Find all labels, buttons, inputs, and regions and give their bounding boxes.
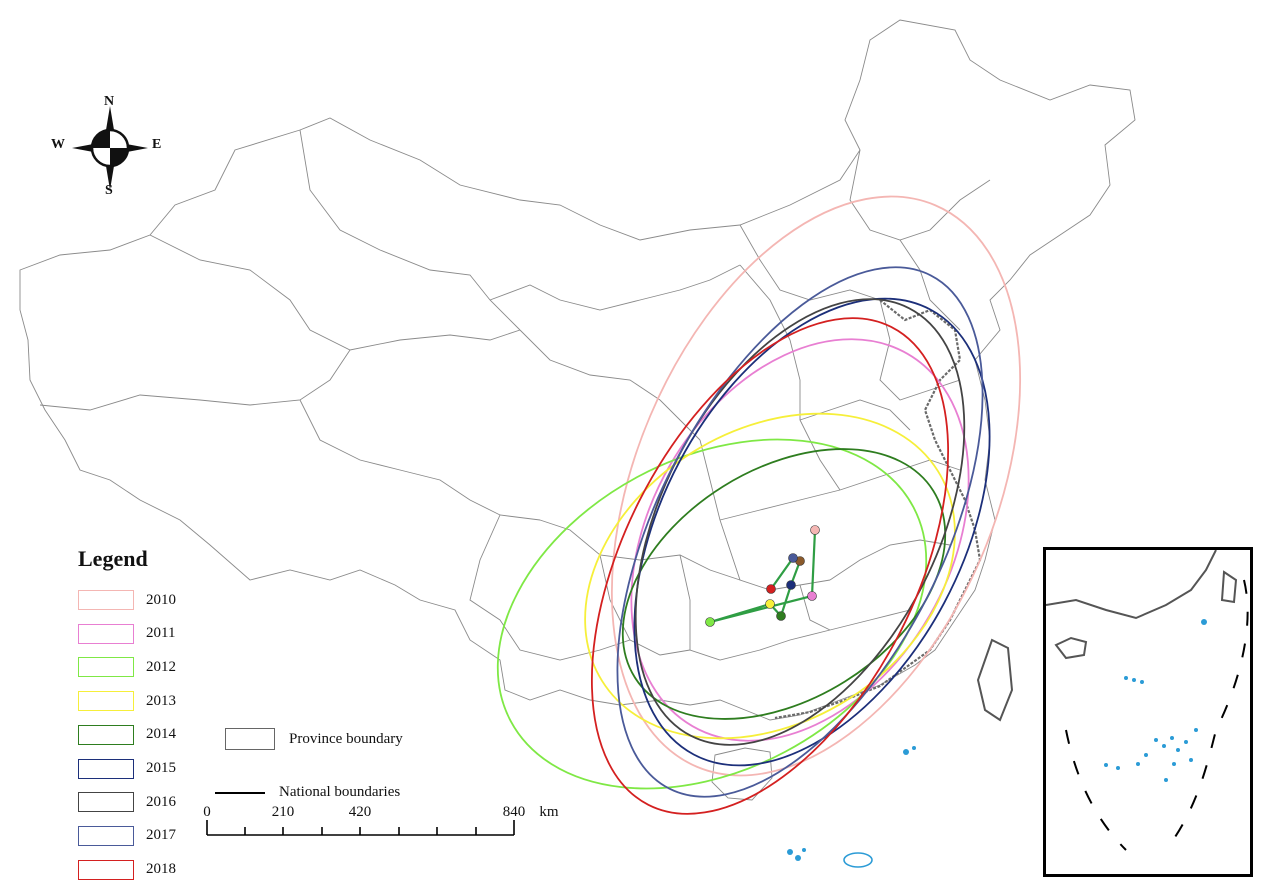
south-china-sea-inset — [1043, 547, 1253, 877]
ellipse-2014 — [621, 448, 947, 720]
ellipse-2018 — [590, 317, 950, 815]
legend-label-2010: 2010 — [146, 591, 176, 608]
inset-ellipse-2010 — [1046, 550, 1104, 850]
legend-label-2014: 2014 — [146, 726, 176, 743]
ellipse-2015 — [633, 297, 991, 767]
legend-swatch-2013 — [78, 691, 134, 712]
legend-item-2016: 2016 — [78, 791, 176, 813]
centroid-track — [705, 525, 820, 627]
national-boundary-swatch — [215, 791, 265, 794]
legend-swatch-2016 — [78, 792, 134, 813]
legend-item-2015: 2015 — [78, 758, 176, 780]
ellipse-2017 — [616, 266, 984, 798]
centroid-2015 — [786, 580, 796, 590]
coastline — [774, 299, 982, 720]
compass-north: N — [104, 94, 115, 109]
south-sea-islands — [787, 746, 916, 868]
legend-label-2011: 2011 — [146, 625, 176, 642]
legend-label-2013: 2013 — [146, 692, 176, 709]
centroid-2018 — [766, 584, 776, 594]
legend-item-2011: 2011 — [78, 623, 175, 645]
compass-east: E — [152, 137, 162, 152]
compass-south: S — [105, 183, 113, 198]
taiwan-island — [976, 638, 1014, 722]
legend-swatch-2018 — [78, 859, 134, 880]
national-boundaries-label: National boundaries — [279, 784, 401, 800]
legend-swatch-2015 — [78, 758, 134, 779]
legend-swatch-2010 — [78, 590, 134, 610]
province-boundary-label: Province boundary — [289, 730, 403, 747]
legend-item-2018: 2018 — [78, 859, 176, 881]
legend-label-2018: 2018 — [146, 861, 176, 878]
compass-west: W — [51, 137, 65, 152]
centroid-2011 — [807, 591, 817, 601]
centroid-2014 — [776, 611, 786, 621]
hainan-island — [711, 747, 773, 801]
centroid-2012 — [705, 617, 715, 627]
legend-item-2013: 2013 — [78, 690, 176, 712]
compass-rose-icon — [72, 106, 148, 190]
scale-bar — [206, 820, 515, 836]
legend-label-2012: 2012 — [146, 658, 176, 675]
legend-item-2012: 2012 — [78, 656, 176, 678]
centroid-2010 — [810, 525, 820, 535]
legend-swatch-2012 — [78, 657, 134, 678]
scale-unit: km — [539, 804, 559, 820]
ellipses-layer — [496, 195, 1021, 815]
ellipse-2013 — [584, 412, 956, 740]
ellipse-2011 — [630, 338, 970, 742]
legend-item-2010: 2010 — [78, 589, 176, 611]
scale-label-0: 0 — [203, 804, 211, 820]
legend-label-2017: 2017 — [146, 827, 176, 844]
ellipse-2012 — [496, 438, 928, 790]
centroid-2017 — [788, 553, 798, 563]
legend-label-2016: 2016 — [146, 793, 176, 810]
legend-item-2014: 2014 — [78, 724, 176, 746]
legend-swatch-2014 — [78, 724, 134, 745]
legend-title: Legend — [78, 546, 148, 571]
inset-ellipse-2017 — [1046, 550, 1061, 867]
legend-item-2017: 2017 — [78, 825, 176, 847]
centroid-2013 — [765, 599, 775, 609]
legend-label-2015: 2015 — [146, 760, 176, 776]
legend-swatch-2011 — [78, 623, 134, 644]
scale-label-210: 210 — [271, 804, 295, 820]
legend-swatch-2017 — [78, 825, 134, 846]
legend-national-boundaries: National boundaries — [215, 784, 400, 801]
province-boundary-swatch — [225, 728, 275, 750]
legend-province-boundary: Province boundary — [225, 728, 403, 750]
inset-map — [1046, 550, 1249, 867]
ellipse-2010 — [611, 195, 1021, 777]
scale-label-420: 420 — [348, 804, 372, 820]
inset-ellipse-2015 — [1046, 550, 1066, 838]
scale-label-840: 840 — [502, 804, 526, 820]
